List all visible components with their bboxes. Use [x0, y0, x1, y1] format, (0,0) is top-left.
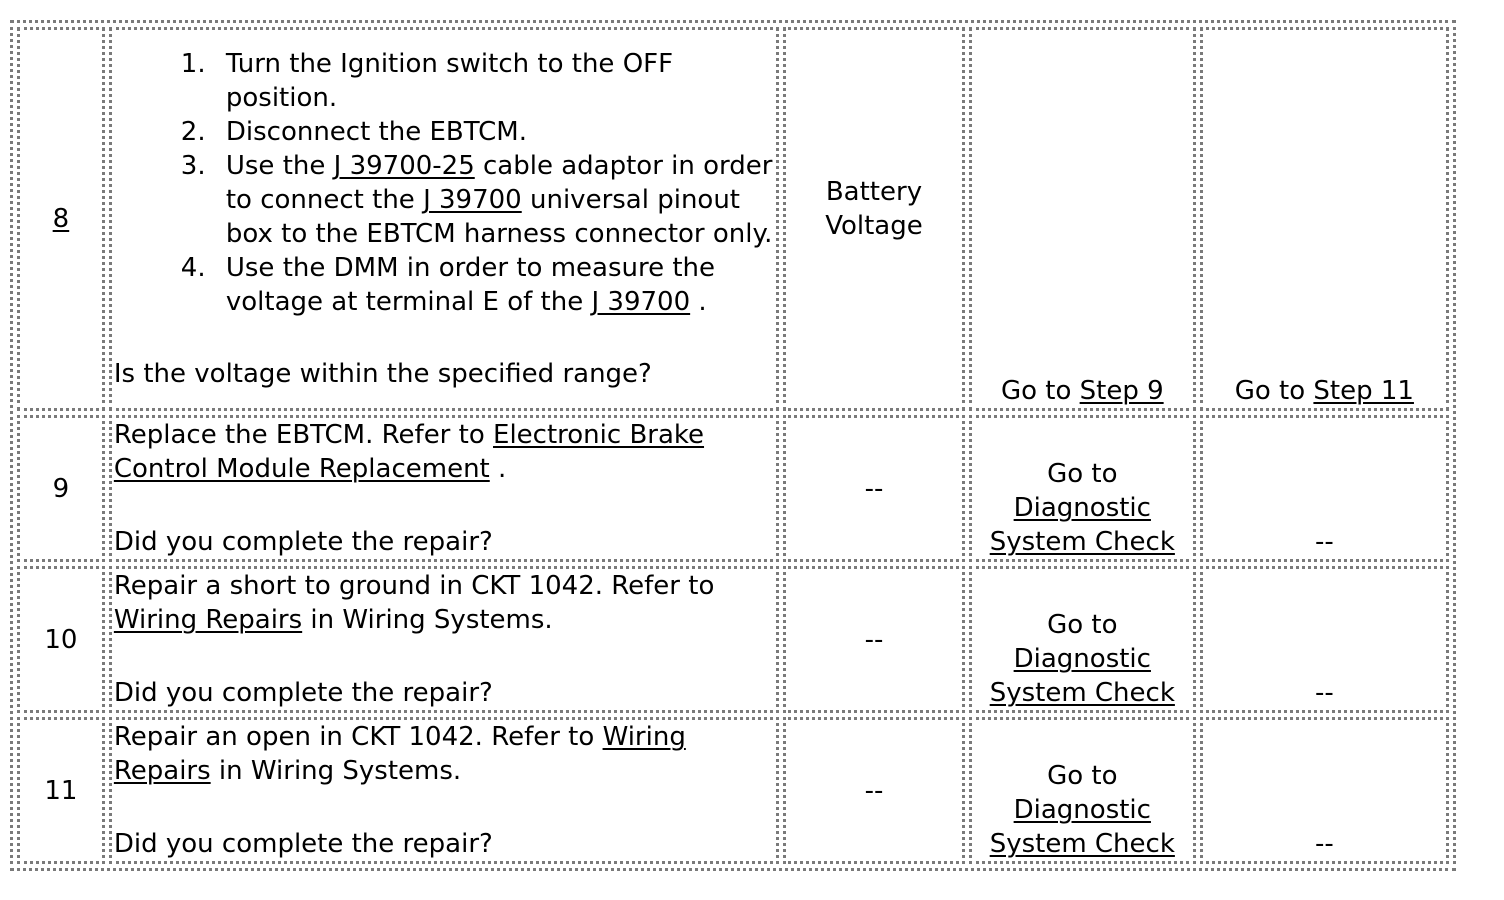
step-cell: 10	[17, 566, 105, 713]
action-step: Use the J 39700-25 cable adaptor in orde…	[214, 149, 774, 251]
action-cell: Turn the Ignition switch to the OFF posi…	[108, 27, 780, 411]
diagnostic-system-check-link[interactable]: Diagnostic System Check	[989, 493, 1175, 557]
question-text: Did you complete the repair?	[113, 527, 493, 557]
step-cell: 9	[17, 415, 105, 562]
action-cell: Repair an open in CKT 1042. Refer to Wir…	[108, 717, 780, 864]
diagnostic-table-container: 8 Turn the Ignition switch to the OFF po…	[10, 20, 1456, 871]
go-to-step-9-link[interactable]: Step 9	[1079, 376, 1164, 406]
value-cell: Battery Voltage	[783, 27, 965, 411]
yes-cell: Go to Diagnostic System Check	[968, 717, 1196, 864]
tool-link-j39700[interactable]: J 39700	[423, 185, 522, 215]
action-step: Disconnect the EBTCM.	[214, 115, 774, 149]
table-row: 9 Replace the EBTCM. Refer to Electronic…	[17, 415, 1449, 562]
action-cell: Repair a short to ground in CKT 1042. Re…	[108, 566, 780, 713]
tool-link-j39700-25[interactable]: J 39700-25	[333, 151, 475, 181]
value-text: Battery Voltage	[825, 177, 923, 241]
step-cell: 11	[17, 717, 105, 864]
diagnostic-system-check-link[interactable]: Diagnostic System Check	[989, 644, 1175, 708]
question-text: Did you complete the repair?	[113, 678, 493, 708]
table-row: 11 Repair an open in CKT 1042. Refer to …	[17, 717, 1449, 864]
yes-cell: Go to Step 9	[968, 27, 1196, 411]
no-cell: --	[1199, 566, 1449, 713]
value-cell: --	[783, 566, 965, 713]
no-cell: --	[1199, 717, 1449, 864]
table-row: 10 Repair a short to ground in CKT 1042.…	[17, 566, 1449, 713]
wiring-repairs-link[interactable]: Wiring Repairs	[113, 722, 686, 786]
action-step: Use the DMM in order to measure the volt…	[214, 251, 774, 319]
question-text: Is the voltage within the specified rang…	[113, 359, 652, 389]
value-cell: --	[783, 415, 965, 562]
yes-cell: Go to Diagnostic System Check	[968, 566, 1196, 713]
diagnostic-table: 8 Turn the Ignition switch to the OFF po…	[10, 20, 1456, 871]
table-row: 8 Turn the Ignition switch to the OFF po…	[17, 27, 1449, 411]
action-step: Turn the Ignition switch to the OFF posi…	[214, 47, 774, 115]
go-to-step-11-link[interactable]: Step 11	[1313, 376, 1414, 406]
no-cell: Go to Step 11	[1199, 27, 1449, 411]
diagnostic-system-check-link[interactable]: Diagnostic System Check	[989, 795, 1175, 859]
step-cell: 8	[17, 27, 105, 411]
no-cell: --	[1199, 415, 1449, 562]
tool-link-j39700[interactable]: J 39700	[591, 287, 691, 317]
yes-cell: Go to Diagnostic System Check	[968, 415, 1196, 562]
action-cell: Replace the EBTCM. Refer to Electronic B…	[108, 415, 780, 562]
value-cell: --	[783, 717, 965, 864]
action-steps-list: Turn the Ignition switch to the OFF posi…	[114, 47, 774, 319]
wiring-repairs-link[interactable]: Wiring Repairs	[113, 605, 303, 635]
step-link-8[interactable]: 8	[52, 204, 70, 234]
ebcm-replacement-link[interactable]: Electronic Brake Control Module Replacem…	[113, 420, 705, 484]
question-text: Did you complete the repair?	[113, 829, 493, 859]
